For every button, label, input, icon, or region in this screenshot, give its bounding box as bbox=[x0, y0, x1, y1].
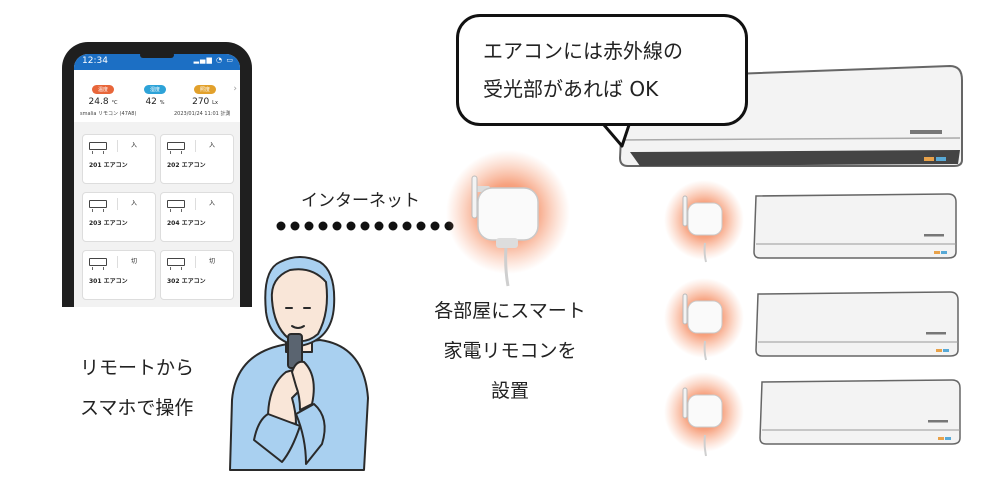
room-name: 203 エアコン bbox=[89, 220, 128, 227]
app-screen: 12:34 ▂▄▆ ◔ ▭ 温度 24.8 °C 湿度 42 % 照度 270 … bbox=[74, 54, 240, 307]
power-state[interactable]: 入 bbox=[195, 140, 228, 152]
sensor-temperature: 温度 24.8 °C bbox=[78, 76, 128, 107]
sensor-label: 湿度 bbox=[143, 85, 166, 94]
sensor-panel[interactable]: 温度 24.8 °C 湿度 42 % 照度 270 Lx smalia リモコン… bbox=[74, 70, 240, 122]
room-card-201[interactable]: 入 201 エアコン bbox=[82, 134, 156, 184]
air-conditioner-icon bbox=[167, 258, 185, 270]
smart-remote-icon bbox=[664, 180, 744, 263]
sensor-value: 270 bbox=[192, 97, 210, 107]
person-with-phone-icon bbox=[229, 256, 369, 471]
air-conditioner-icon bbox=[759, 379, 961, 445]
bubble-line-1: エアコンには赤外線の bbox=[483, 39, 683, 63]
measure-timestamp: 2023/01/24 11:01 計測 bbox=[174, 111, 231, 117]
room-card-301[interactable]: 切 301 エアコン bbox=[82, 250, 156, 300]
air-conditioner-icon bbox=[167, 200, 185, 212]
sensor-unit: % bbox=[159, 100, 165, 106]
smart-remote-icon bbox=[664, 372, 744, 457]
install-label-line-3: 設置 bbox=[490, 380, 529, 402]
chevron-right-icon[interactable]: › bbox=[233, 84, 237, 94]
power-state[interactable]: 入 bbox=[195, 198, 228, 210]
air-conditioner-icon bbox=[755, 291, 959, 357]
sensor-label: 温度 bbox=[91, 85, 114, 94]
air-conditioner-icon bbox=[753, 193, 957, 259]
sensor-humidity: 湿度 42 % bbox=[130, 76, 180, 107]
sensor-label: 照度 bbox=[193, 85, 216, 94]
status-bar: 12:34 ▂▄▆ ◔ ▭ bbox=[74, 54, 240, 70]
install-label-line-2: 家電リモコンを bbox=[443, 340, 577, 362]
sensor-value: 24.8 bbox=[88, 97, 109, 107]
internet-connection-dots bbox=[276, 221, 454, 231]
room-name: 202 エアコン bbox=[167, 162, 206, 169]
room-name: 201 エアコン bbox=[89, 162, 128, 169]
speech-bubble: エアコンには赤外線の 受光部があれば OK bbox=[456, 14, 748, 126]
room-name: 204 エアコン bbox=[167, 220, 206, 227]
power-state[interactable]: 切 bbox=[195, 256, 228, 268]
air-conditioner-icon bbox=[89, 142, 107, 154]
sensor-unit: °C bbox=[111, 100, 118, 106]
room-name: 301 エアコン bbox=[89, 278, 128, 285]
internet-label: インターネット bbox=[301, 191, 420, 211]
sensor-illuminance: 照度 270 Lx bbox=[180, 76, 230, 107]
room-name: 302 エアコン bbox=[167, 278, 206, 285]
smart-remote-icon bbox=[446, 150, 570, 287]
status-time: 12:34 bbox=[82, 56, 108, 66]
air-conditioner-icon bbox=[89, 258, 107, 270]
air-conditioner-icon bbox=[89, 200, 107, 212]
operate-label-line-1: リモートから bbox=[80, 357, 195, 379]
air-conditioner-icon bbox=[167, 142, 185, 154]
room-card-202[interactable]: 入 202 エアコン bbox=[160, 134, 234, 184]
operate-label-line-2: スマホで操作 bbox=[80, 397, 194, 419]
smartphone: 12:34 ▂▄▆ ◔ ▭ 温度 24.8 °C 湿度 42 % 照度 270 … bbox=[62, 42, 252, 307]
power-state[interactable]: 入 bbox=[117, 198, 150, 210]
power-state[interactable]: 入 bbox=[117, 140, 150, 152]
sensor-value: 42 bbox=[145, 97, 157, 107]
device-name: smalia リモコン (47A8) bbox=[80, 111, 137, 117]
bubble-line-2: 受光部があれば OK bbox=[483, 77, 659, 101]
sensor-unit: Lx bbox=[212, 100, 218, 106]
room-card-203[interactable]: 入 203 エアコン bbox=[82, 192, 156, 242]
install-label-line-1: 各部屋にスマート bbox=[434, 300, 586, 322]
signal-wifi-battery-icon: ▂▄▆ ◔ ▭ bbox=[193, 56, 234, 64]
room-card-302[interactable]: 切 302 エアコン bbox=[160, 250, 234, 300]
phone-notch bbox=[140, 52, 174, 58]
smart-remote-icon bbox=[664, 278, 744, 361]
power-state[interactable]: 切 bbox=[117, 256, 150, 268]
room-card-204[interactable]: 入 204 エアコン bbox=[160, 192, 234, 242]
